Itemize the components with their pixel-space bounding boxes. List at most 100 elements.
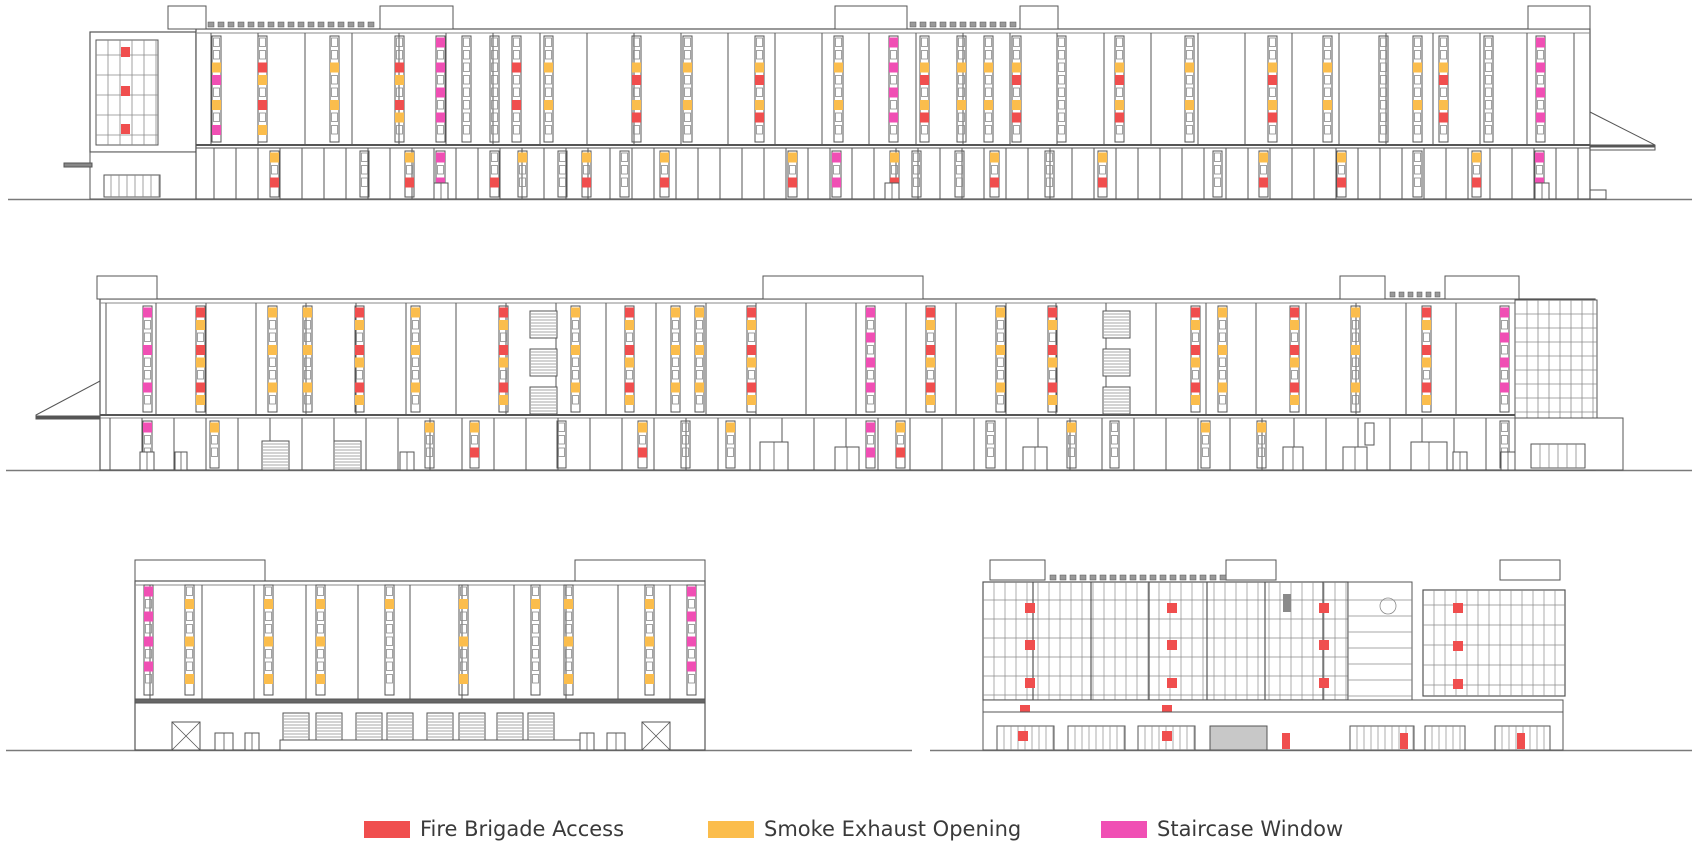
window-pane (361, 177, 368, 187)
smoke-exhaust-marker (625, 320, 634, 330)
window-strip (1256, 420, 1267, 469)
window-pane (1186, 87, 1193, 97)
fire-brigade-access-marker (920, 75, 929, 85)
window-pane (331, 125, 338, 135)
rooftop-structure (134, 559, 266, 582)
window-pane (396, 125, 403, 135)
window-strip (1378, 35, 1389, 143)
window-pane (835, 37, 842, 47)
smoke-exhaust-marker (1268, 62, 1277, 73)
roof-vent (1425, 291, 1432, 298)
staircase-window-marker (144, 636, 153, 647)
fire-brigade-access-marker (1453, 603, 1463, 613)
smoke-exhaust-marker (1351, 382, 1360, 393)
window-pane (835, 50, 842, 60)
window-pane (956, 165, 963, 175)
window-pane (406, 165, 413, 175)
window-strip (257, 35, 268, 143)
window-pane (696, 357, 703, 367)
roof-vent (1416, 291, 1423, 298)
window-pane (565, 649, 572, 659)
window-pane (144, 357, 151, 367)
roof-vent (949, 21, 957, 28)
smoke-exhaust-marker (1012, 100, 1021, 110)
fire-brigade-access-marker (747, 345, 756, 355)
window-pane (987, 447, 994, 457)
smoke-exhaust-marker (920, 100, 929, 110)
window-pane (269, 370, 276, 380)
window-pane (331, 87, 338, 97)
roof-vent (1219, 574, 1227, 581)
window-strip (1412, 35, 1423, 143)
window-pane (532, 624, 539, 634)
window-pane (532, 636, 539, 646)
window-pane (997, 357, 1004, 367)
fire-brigade-access-marker (1422, 307, 1431, 318)
window-pane (565, 624, 572, 634)
window-pane (532, 674, 539, 684)
smoke-exhaust-marker (1323, 62, 1332, 73)
staircase-window-marker (687, 611, 696, 622)
staircase-window-marker (1535, 152, 1544, 163)
smoke-exhaust-marker (671, 345, 680, 355)
window-pane (145, 649, 152, 659)
dark-panel (1283, 594, 1291, 612)
roof-vent (1129, 574, 1137, 581)
smoke-exhaust-marker (395, 112, 404, 123)
rooftop-structure (379, 5, 454, 30)
window-pane (1013, 50, 1020, 60)
main-volume (99, 298, 1596, 471)
window-strip (754, 35, 765, 143)
window-strip (581, 150, 592, 198)
smoke-exhaust-marker (1201, 422, 1210, 433)
window-pane (583, 165, 590, 175)
window-pane (460, 624, 467, 634)
roller-shutter (333, 440, 362, 471)
shaded-glazing (1209, 725, 1268, 751)
window-pane (386, 661, 393, 671)
roof-vent (1159, 574, 1167, 581)
window-pane (1536, 165, 1543, 175)
fire-brigade-access-marker (499, 345, 508, 355)
window-pane (1291, 332, 1298, 342)
window-pane (265, 649, 272, 659)
window-pane (491, 165, 498, 175)
smoke-exhaust-marker (571, 382, 580, 393)
fire-brigade-access-marker (355, 345, 364, 355)
smoke-exhaust-marker (1337, 152, 1346, 163)
window-pane (1380, 87, 1387, 97)
smoke-exhaust-marker (645, 636, 654, 647)
smoke-exhaust-marker (582, 152, 591, 163)
window-pane (1537, 125, 1544, 135)
roof-vent (1389, 291, 1396, 298)
smoke-exhaust-marker (695, 382, 704, 393)
window-strip (1322, 35, 1333, 143)
smoke-exhaust-marker (459, 636, 468, 647)
fire-brigade-access-marker (926, 382, 935, 393)
window-strip (302, 305, 313, 413)
window-pane (386, 636, 393, 646)
window-strip (1471, 150, 1482, 198)
fire-brigade-access-marker (755, 112, 764, 123)
smoke-exhaust-marker (1351, 307, 1360, 318)
window-pane (386, 586, 393, 596)
window-pane (558, 422, 565, 432)
staircase-window-marker (687, 636, 696, 647)
window-pane (265, 586, 272, 596)
window-pane (748, 370, 755, 380)
fire-brigade-access-marker (1439, 75, 1448, 85)
window-pane (1058, 112, 1065, 122)
window-pane (672, 395, 679, 405)
window-pane (259, 37, 266, 47)
window-pane (144, 435, 151, 445)
window-pane (1058, 75, 1065, 85)
ramp (35, 380, 101, 420)
window-pane (727, 447, 734, 457)
smoke-exhaust-marker (395, 75, 404, 85)
window-pane (1414, 165, 1421, 175)
roof-vent (1139, 574, 1147, 581)
roof-vent (227, 21, 235, 28)
window-pane (463, 50, 470, 60)
smoke-exhaust-marker (1191, 357, 1200, 368)
roof-vent (357, 21, 365, 28)
